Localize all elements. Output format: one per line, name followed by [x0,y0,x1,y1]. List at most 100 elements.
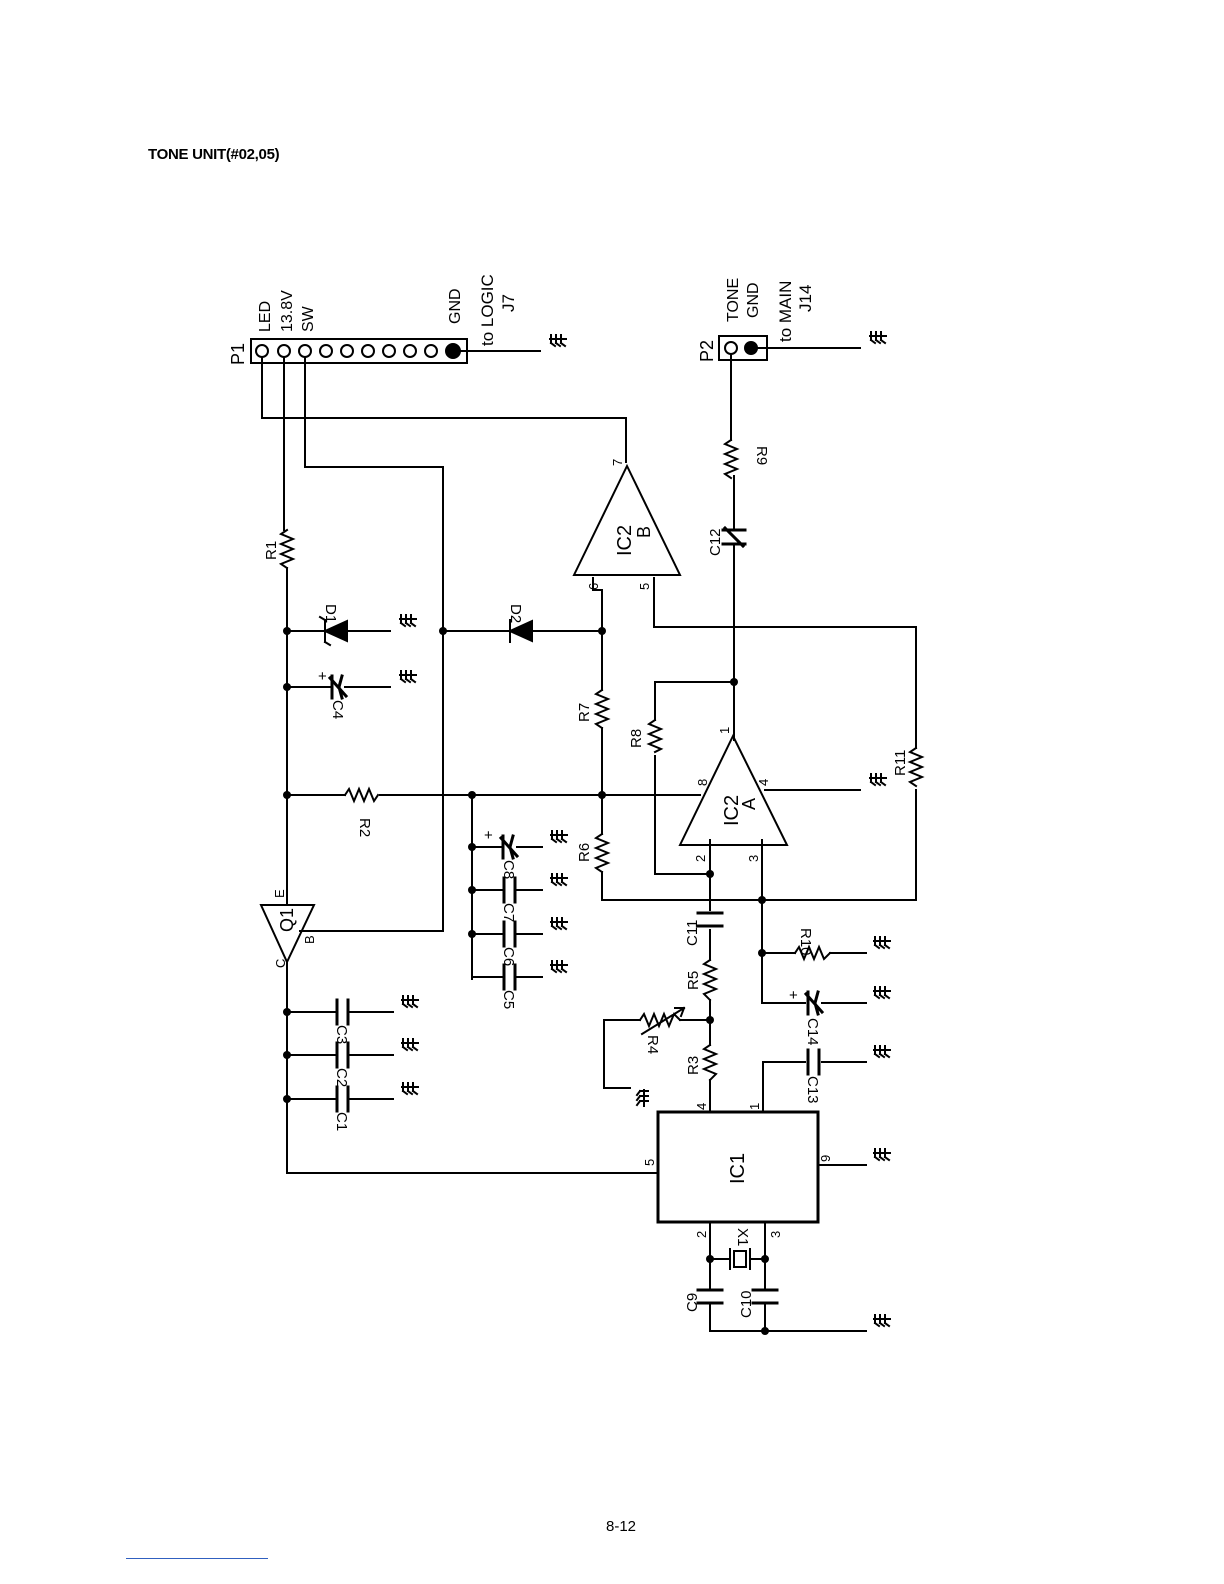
c4-symbol [330,676,346,698]
c11-symbol [698,913,722,926]
r6-symbol [596,834,608,872]
q1-pin-e: E [272,889,287,898]
p1-pin-13v8: 13.8V [279,290,296,332]
c1-label: C1 [333,1112,350,1131]
q1-pin-b: B [302,935,317,944]
ic2b-symbol [574,466,680,575]
c4-plus-mark: + [318,668,327,685]
r3-label: R3 [685,1056,702,1075]
ic2b-pin7: 7 [610,459,625,466]
p2-destination-jack: J14 [796,285,815,312]
c14-symbol [806,992,822,1014]
r11-symbol [910,748,922,786]
r1-label: R1 [263,541,280,560]
r7-label: R7 [576,703,593,722]
r4-symbol [640,1008,684,1034]
c11-label: C11 [684,920,701,946]
c7-label: C7 [500,903,517,922]
ic1-pin1: 1 [747,1103,762,1110]
c6-symbol [504,922,515,946]
c1-symbol [337,1087,348,1111]
r4-label: R4 [644,1035,661,1054]
ic1-pin2: 2 [694,1231,709,1238]
ic2b-ref-label: IC2 [614,525,636,556]
c8-symbol [501,836,517,858]
ic2a-pin8: 8 [695,779,710,786]
c10-symbol [753,1290,777,1303]
d1-label: D1 [322,604,339,623]
c12-label: C12 [707,528,724,556]
ic2a-pin4: 4 [756,779,771,786]
p2-pin-gnd: GND [745,282,762,318]
page-number: 8-12 [606,1518,636,1535]
r9-label: R9 [753,446,770,465]
device-labels: IC2 B 7 6 5 IC2 A 1 8 4 2 3 Q1 E B C IC1… [272,459,833,1238]
r7-symbol [596,690,608,728]
c13-label: C13 [804,1076,821,1104]
r5-symbol [704,960,716,1000]
c2-symbol [337,1043,348,1067]
d2-label: D2 [507,604,524,623]
p2-pin-tone: TONE [725,278,742,322]
p1-pin-sw: SW [300,305,317,332]
c10-label: C10 [738,1290,755,1318]
r9-symbol [725,440,737,478]
p1-destination: to LOGIC [478,274,497,346]
p1-ref: P1 [228,343,248,365]
c9-symbol [698,1290,722,1303]
c7-symbol [504,878,515,902]
r2-label: R2 [356,818,373,837]
c9-label: C9 [684,1293,701,1312]
r8-label: R8 [628,729,645,748]
c12-symbol [723,528,745,546]
crystal-x1-symbol [730,1249,750,1269]
r8-symbol [649,720,661,752]
r11-label: R11 [892,750,909,776]
c6-label: C6 [500,947,517,966]
r1-symbol [281,530,293,568]
r3-symbol [704,1045,716,1080]
p2-ref: P2 [697,340,717,362]
c13-symbol [808,1050,819,1074]
c5-symbol [504,965,515,989]
c3-symbol [337,1000,348,1024]
q1-ref-label: Q1 [277,908,297,932]
p2-destination: to MAIN [776,281,795,342]
ic2a-pin2: 2 [693,855,708,862]
ic1-pin4: 4 [694,1103,709,1110]
c4-label: C4 [329,700,346,719]
c8-label: C8 [500,860,517,879]
p1-pin-led: LED [257,301,274,332]
ic2a-pin3: 3 [746,855,761,862]
r10-label: R10 [797,928,814,956]
capacitor-symbols [330,528,822,1303]
component-labels: R1 R2 R3 R4 R5 R6 R7 R8 R9 R10 R11 C1 C2… [263,446,909,1318]
r2-symbol [345,789,378,801]
connector-p2 [719,332,886,360]
ic1-pin3: 3 [768,1231,783,1238]
p1-pin-gnd: GND [447,288,464,324]
q1-pin-c: C [273,959,288,968]
p1-destination-jack: J7 [499,294,518,312]
footer-rule [126,1558,268,1559]
c14-plus-mark: + [789,987,798,1004]
connector-p1 [251,335,566,363]
ic1-pin5: 5 [642,1159,657,1166]
ic1-ref-label: IC1 [727,1153,749,1184]
c3-label: C3 [333,1025,350,1044]
ic2b-unit-label: B [634,526,654,538]
r6-label: R6 [576,843,593,862]
ic2b-pin5: 5 [637,583,652,590]
ic2b-pin6: 6 [586,583,601,590]
ic2a-unit-label: A [739,798,759,810]
r5-label: R5 [685,971,702,990]
ic2a-pin1: 1 [717,727,732,734]
c8-plus-mark: + [484,827,493,844]
ic1-pin9: 9 [818,1155,833,1162]
c14-label: C14 [804,1018,821,1046]
crystal-label: X1 [734,1228,751,1246]
c5-label: C5 [500,990,517,1009]
c2-label: C2 [333,1068,350,1087]
d2-symbol [510,620,532,642]
